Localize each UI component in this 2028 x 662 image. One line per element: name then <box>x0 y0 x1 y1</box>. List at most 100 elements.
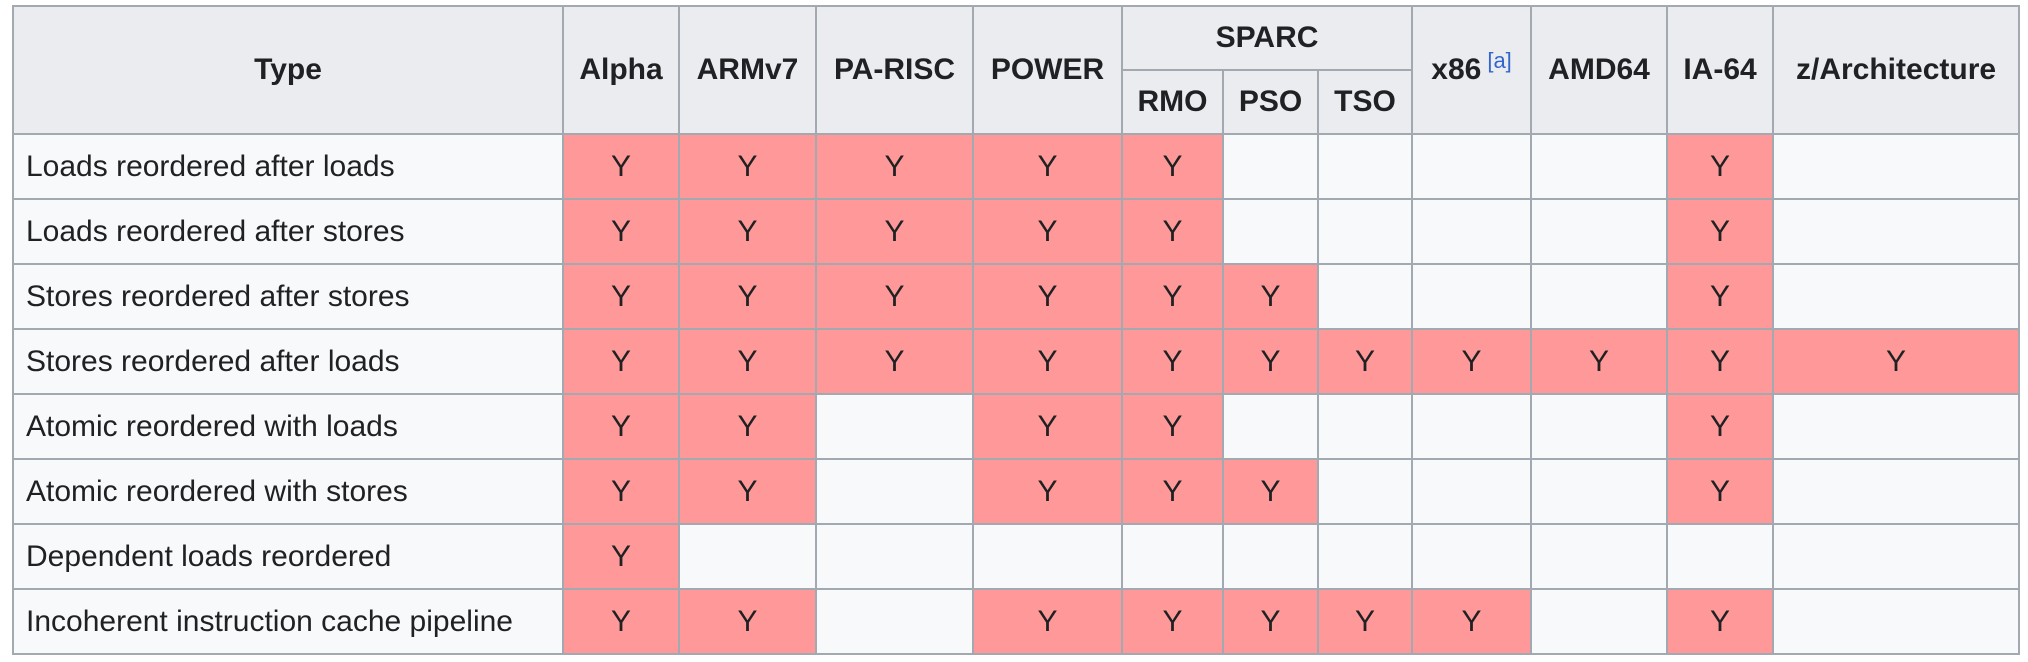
col-header-power: POWER <box>972 5 1123 135</box>
table-cell: Y <box>562 458 680 525</box>
memory-ordering-table: Type Alpha ARMv7 PA-RISC POWER SPARC x86… <box>12 5 2021 655</box>
row-label: Atomic reordered with stores <box>12 458 564 525</box>
col-header-sparc-rmo: RMO <box>1121 69 1224 135</box>
col-header-sparc: SPARC <box>1120 5 1414 71</box>
table-cell <box>1666 523 1775 590</box>
table-cell <box>1772 588 2021 655</box>
table-cell <box>1530 133 1669 200</box>
table-cell: Y <box>1666 393 1775 460</box>
table-cell: Y <box>562 198 680 265</box>
table-cell <box>1772 133 2021 200</box>
table-cell: Y <box>1121 263 1224 330</box>
table-cell: Y <box>815 328 974 395</box>
table-cell <box>1222 198 1319 265</box>
col-header-alpha: Alpha <box>562 5 680 135</box>
table-cell: Y <box>1222 458 1319 525</box>
table-cell <box>1316 523 1414 590</box>
row-label: Dependent loads reordered <box>12 523 564 590</box>
table-cell: Y <box>1121 458 1224 525</box>
table-cell: Y <box>1666 198 1775 265</box>
table-cell: Y <box>1121 198 1224 265</box>
table-cell: Y <box>1222 263 1319 330</box>
table-cell: Y <box>1121 133 1224 200</box>
table-cell <box>1222 133 1319 200</box>
table-cell: Y <box>562 133 680 200</box>
table-cell: Y <box>678 393 817 460</box>
table-cell: Y <box>972 263 1123 330</box>
table-cell: Y <box>1411 588 1533 655</box>
row-label: Loads reordered after loads <box>12 133 564 200</box>
table-cell <box>1316 263 1414 330</box>
table-cell <box>1772 393 2021 460</box>
table-cell: Y <box>678 588 817 655</box>
table-cell <box>815 523 974 590</box>
table-cell: Y <box>1316 588 1414 655</box>
table-cell: Y <box>972 588 1123 655</box>
table-cell: Y <box>1222 328 1319 395</box>
table-cell: Y <box>1530 328 1669 395</box>
table-cell: Y <box>1222 588 1319 655</box>
col-header-x86: x86[a] <box>1411 5 1533 135</box>
table-cell: Y <box>678 458 817 525</box>
table-cell: Y <box>1772 328 2021 395</box>
table-cell: Y <box>1666 263 1775 330</box>
col-header-type: Type <box>12 5 564 135</box>
table-cell <box>972 523 1123 590</box>
table-cell: Y <box>678 263 817 330</box>
table-cell <box>1222 393 1319 460</box>
col-header-amd64: AMD64 <box>1530 5 1669 135</box>
table-cell: Y <box>678 198 817 265</box>
row-label: Stores reordered after loads <box>12 328 564 395</box>
table-cell: Y <box>562 393 680 460</box>
table-cell: Y <box>815 263 974 330</box>
table-cell <box>1772 458 2021 525</box>
table-cell: Y <box>815 198 974 265</box>
row-label: Incoherent instruction cache pipeline <box>12 588 564 655</box>
table-cell <box>1772 263 2021 330</box>
table-cell <box>1121 523 1224 590</box>
table-cell <box>1411 458 1533 525</box>
table-cell: Y <box>1666 328 1775 395</box>
table-cell: Y <box>1666 458 1775 525</box>
table-cell: Y <box>678 133 817 200</box>
table-cell: Y <box>1666 588 1775 655</box>
table-cell: Y <box>562 328 680 395</box>
table-cell <box>1411 133 1533 200</box>
row-label: Stores reordered after stores <box>12 263 564 330</box>
row-label: Loads reordered after stores <box>12 198 564 265</box>
table-cell <box>1530 393 1669 460</box>
table-cell: Y <box>678 328 817 395</box>
col-header-ia-64: IA-64 <box>1666 5 1775 135</box>
table-cell <box>1530 523 1669 590</box>
table-cell <box>815 458 974 525</box>
table-cell: Y <box>1121 588 1224 655</box>
table-cell <box>1530 588 1669 655</box>
col-header-sparc-pso: PSO <box>1222 69 1319 135</box>
table-cell: Y <box>562 263 680 330</box>
col-header-z-architecture: z/Architecture <box>1772 5 2021 135</box>
table-cell <box>1772 523 2021 590</box>
table-cell: Y <box>562 588 680 655</box>
table-cell: Y <box>972 458 1123 525</box>
table-cell <box>1411 393 1533 460</box>
table-cell: Y <box>1316 328 1414 395</box>
footnote-a-link[interactable]: [a] <box>1487 48 1512 73</box>
table-cell <box>1530 263 1669 330</box>
table-cell <box>815 588 974 655</box>
col-header-sparc-tso: TSO <box>1316 69 1414 135</box>
table-cell <box>1772 198 2021 265</box>
table-cell <box>1530 458 1669 525</box>
table-cell <box>1316 198 1414 265</box>
table-cell <box>1411 198 1533 265</box>
col-header-armv7: ARMv7 <box>678 5 817 135</box>
table-cell <box>1316 393 1414 460</box>
table-cell: Y <box>972 133 1123 200</box>
row-label: Atomic reordered with loads <box>12 393 564 460</box>
